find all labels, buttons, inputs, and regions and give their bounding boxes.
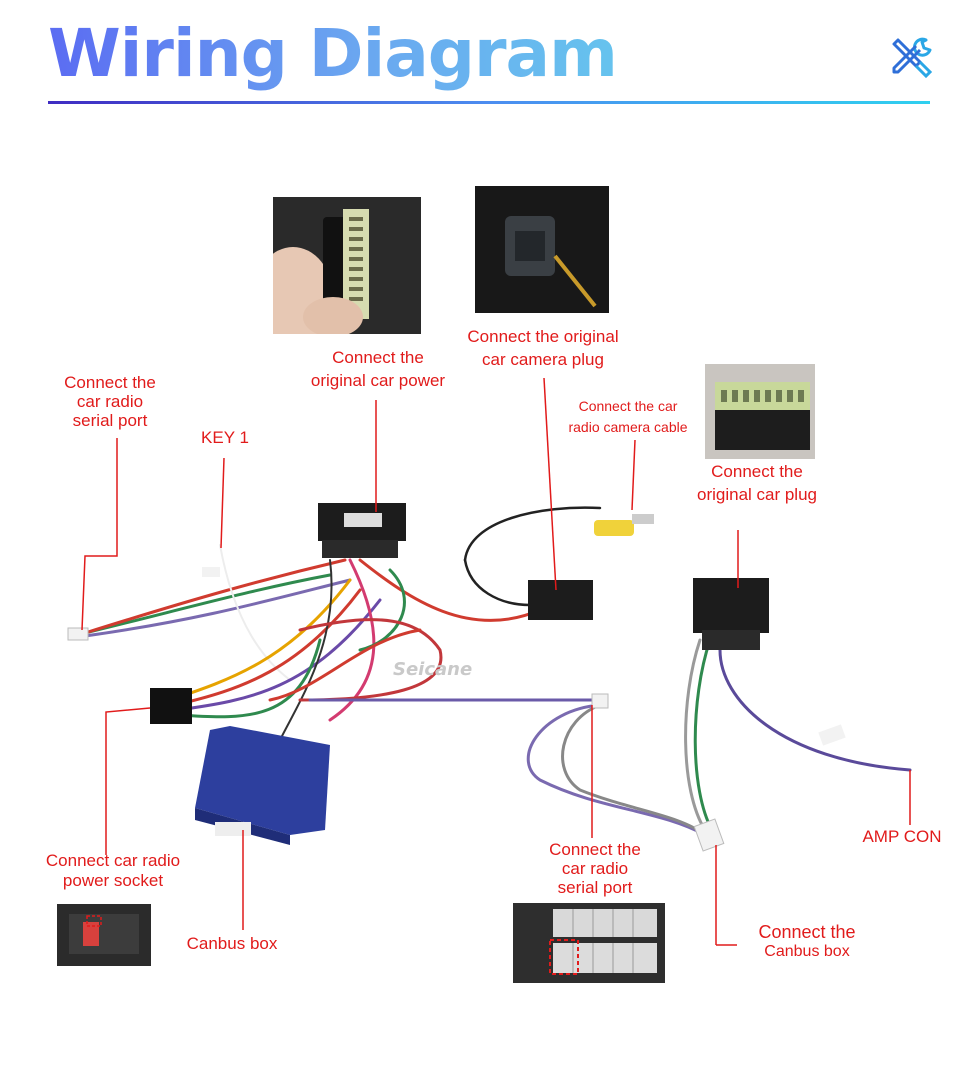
tools-icon — [892, 37, 933, 79]
canbus-box-device — [195, 726, 330, 845]
label-canbus-box: Canbus box — [186, 934, 278, 953]
label-connect-the: Connect the — [758, 922, 856, 942]
original-power-photo — [273, 197, 421, 334]
label-key1: KEY 1 — [201, 428, 249, 447]
title-underline — [48, 101, 930, 104]
label-original-car-plug: Connect the original car plug — [696, 462, 817, 504]
page-title: Wiring Diagram — [48, 15, 618, 92]
watermark: Seicane — [393, 659, 472, 680]
label-camera-cable: Connect the car radio camera cable — [568, 398, 688, 435]
power-socket-photo — [57, 904, 151, 966]
label-original-car-power: Connect the original car power — [310, 348, 446, 390]
label-power-socket: Connect car radio power socket — [45, 851, 181, 890]
label-amp-con: AMP CON — [862, 827, 942, 846]
label-serial-port-bottom: Connect the car radio serial port — [549, 840, 641, 897]
label-canbus-box-2: Canbus box — [764, 943, 850, 960]
serial-port-photo — [513, 903, 665, 983]
label-serial-port-left: Connect the car radio serial port — [64, 373, 156, 430]
original-plug-photo — [705, 364, 815, 459]
camera-plug-photo — [475, 186, 609, 313]
label-car-camera-plug: Connect the original car camera plug — [467, 327, 619, 369]
